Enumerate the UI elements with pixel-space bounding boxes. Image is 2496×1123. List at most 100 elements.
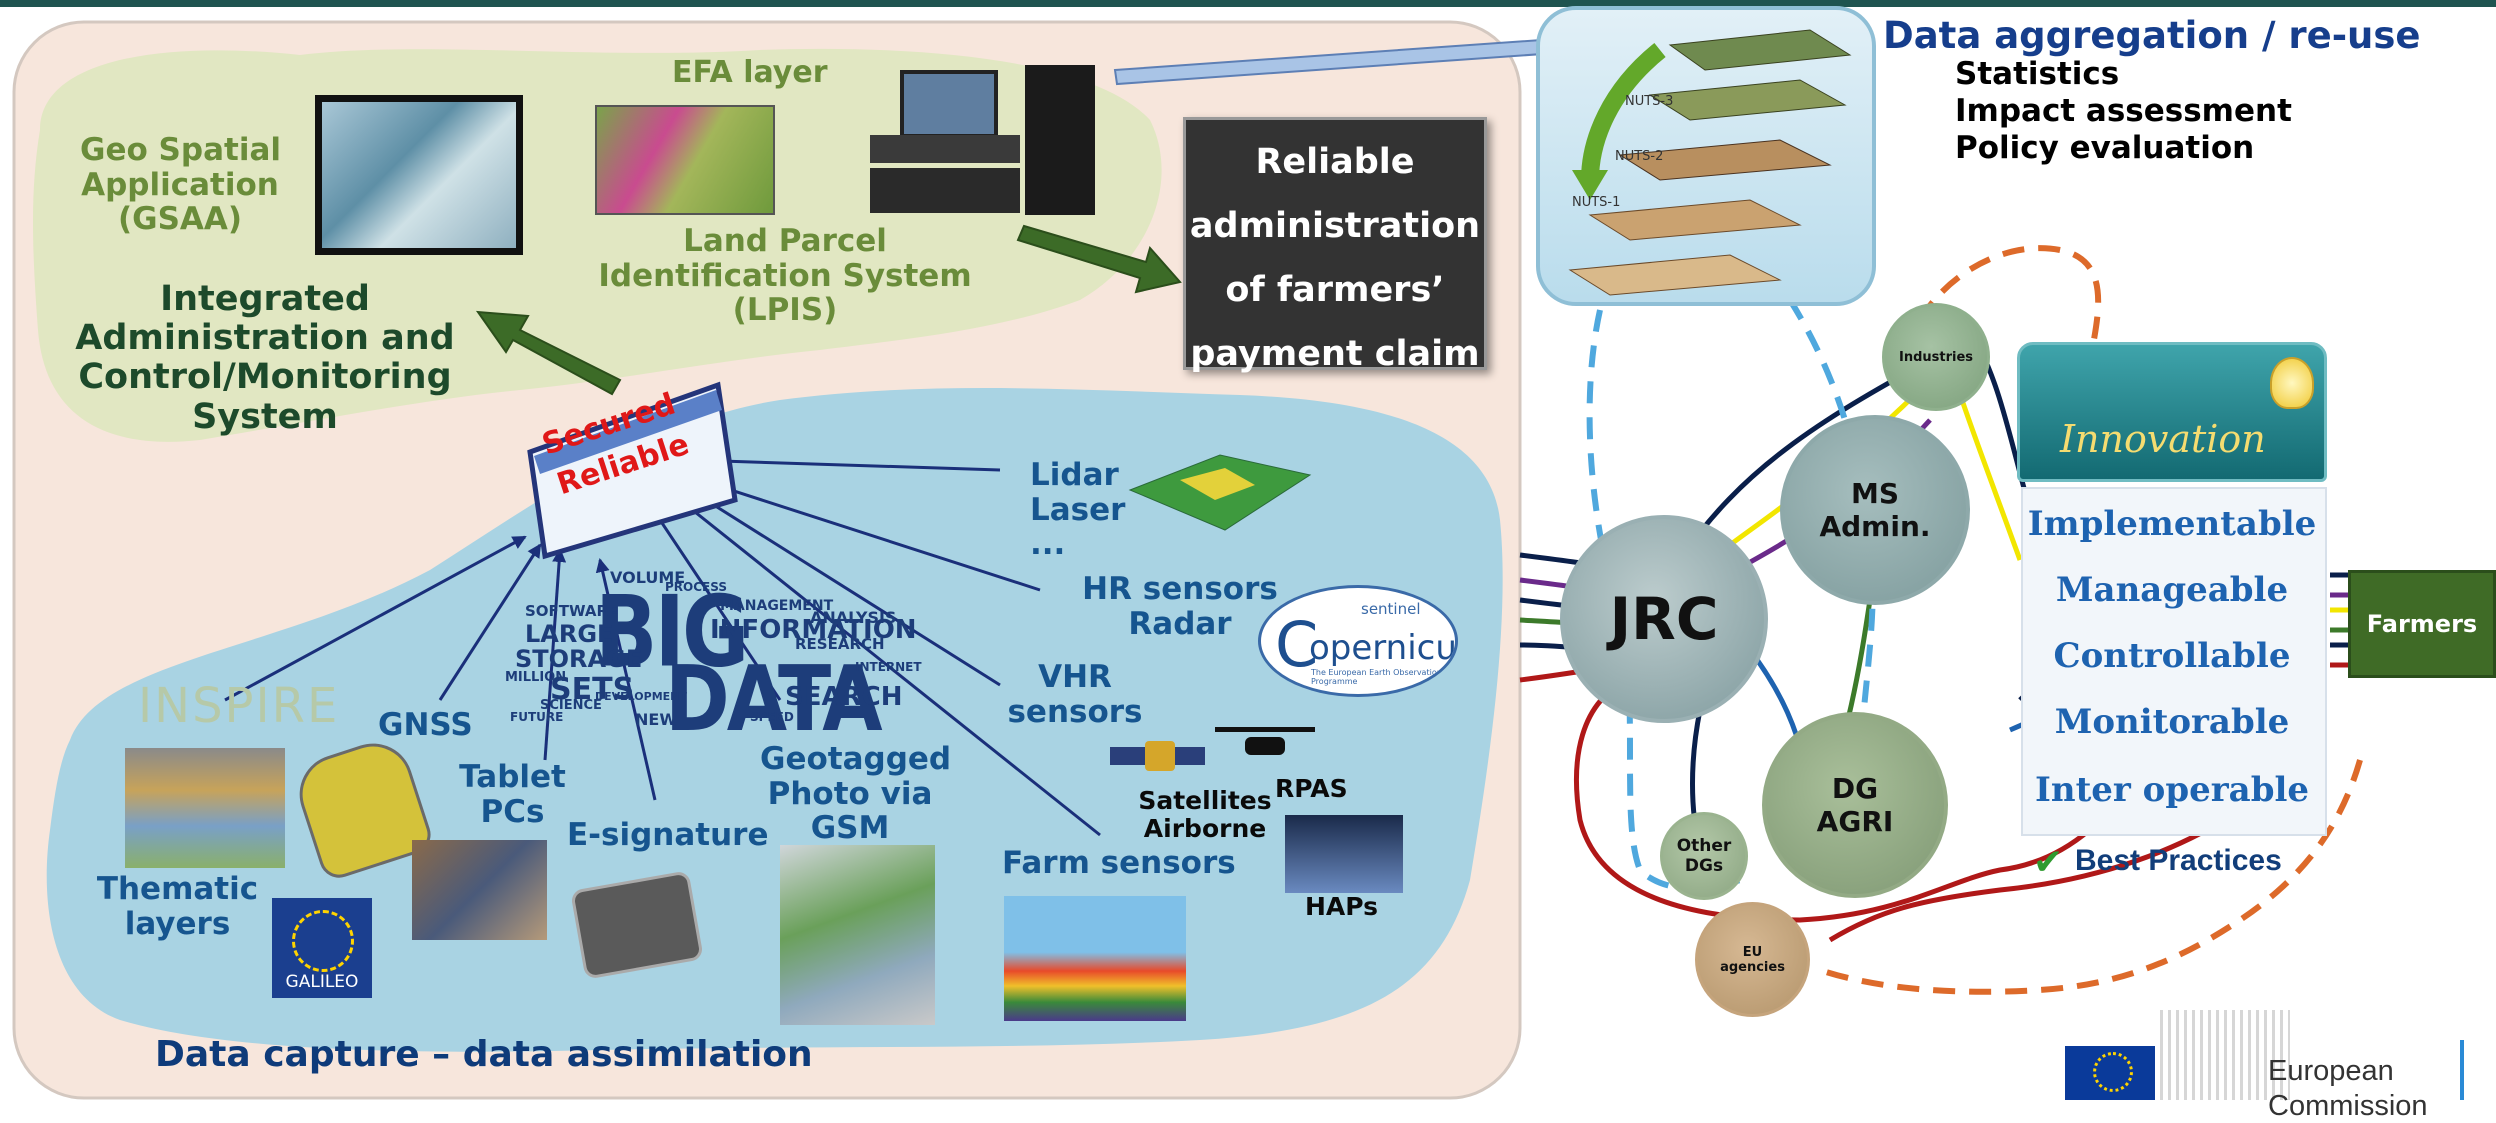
lidar-line-1: Lidar — [1030, 457, 1119, 493]
arrow-to-iacs — [475, 310, 622, 396]
geotagged-label: Geotagged Photo via GSM — [760, 741, 952, 846]
satellites-line-2: Airborne — [1143, 814, 1267, 843]
admin-line-1: Reliable — [1255, 142, 1415, 182]
innovation-header: Innovation — [2017, 342, 2327, 482]
gsaa-line-3: (GSAA) — [117, 201, 243, 238]
copernicus-sentinel-text: sentinel — [1361, 600, 1421, 618]
innovation-item-interoperable: Inter operable — [2034, 770, 2310, 810]
diagram-canvas — [12, 6, 2363, 1100]
haps-image — [1285, 815, 1403, 893]
thematic-line-2: layers — [124, 905, 231, 942]
node-ms-admin: MS Admin. — [1780, 415, 1970, 605]
admin-box: Reliable administration of farmers’ paym… — [1183, 117, 1487, 374]
lidar-line-3: ... — [1030, 526, 1066, 563]
node-other-line-1: Other — [1676, 836, 1732, 856]
copernicus-text: opernicus — [1309, 628, 1457, 668]
farmers-label: Farmers — [2366, 610, 2478, 638]
ec-logo: European Commission — [2020, 1000, 2496, 1122]
word-software: SOFTWARE — [525, 602, 619, 620]
word-million: MILLION — [505, 670, 567, 685]
dashed-orange-loop — [1819, 245, 2363, 995]
node-industries-label: Industries — [1898, 349, 1974, 365]
word-new: NEW — [635, 710, 677, 729]
node-ms-line-2: Admin. — [1819, 510, 1931, 543]
lidar-line-2: Laser — [1030, 491, 1126, 528]
hr-sensors-label: HR sensors Radar — [1080, 572, 1280, 641]
ec-building-lines — [2160, 1010, 2290, 1100]
word-future: FUTURE — [510, 710, 564, 724]
word-information: INFORMATION — [710, 615, 917, 645]
nuts-map-stack — [1568, 29, 1852, 296]
geotagged-line-1: Geotagged — [760, 741, 952, 777]
lpis-line-2: Identification System — [598, 257, 972, 294]
thematic-line-1: Thematic — [96, 871, 259, 907]
word-internet: INTERNET — [855, 660, 922, 674]
gsaa-screenshot — [315, 95, 523, 255]
vhr-sensors-label: VHR sensors — [1000, 660, 1150, 729]
tablet-line-1: Tablet — [459, 759, 566, 795]
gnss-label: GNSS — [378, 707, 473, 743]
data-word: DATA — [665, 648, 883, 752]
innovation-panel: Innovation Implementable Manageable Cont… — [2017, 342, 2327, 907]
ec-logo-line-2: Commission — [2268, 1090, 2428, 1122]
word-science: SCIENCE — [540, 698, 602, 713]
haps-label: HAPs — [1305, 892, 1379, 921]
gsaa-line-2: Application — [81, 166, 279, 203]
word-volume: VOLUME — [610, 568, 686, 587]
drone-image — [1215, 715, 1315, 775]
vhr-line-2: sensors — [1007, 693, 1143, 730]
iacs-line-2: Administration and — [75, 318, 455, 359]
hr-line-2: Radar — [1128, 605, 1232, 642]
satellite-image — [1110, 723, 1205, 793]
lpis-label: Land Parcel Identification System (LPIS) — [595, 224, 975, 328]
copernicus-c-letter: C — [1275, 608, 1319, 681]
server-computers-image — [860, 60, 1100, 220]
big-data-word-cloud: BIG DATA LARGE STORAGE SETS INFORMATION … — [495, 560, 922, 752]
lpis-line-3: (LPIS) — [732, 292, 838, 329]
innovation-list-box — [2021, 487, 2327, 836]
galileo-logo: GALILEO — [272, 898, 372, 998]
nuts2-label: NUTS-2 — [1615, 149, 1664, 164]
hr-line-1: HR sensors — [1082, 571, 1278, 607]
node-other-dgs: Other DGs — [1660, 812, 1748, 900]
satellites-line-1: Satellites — [1138, 786, 1272, 815]
e-signature-label: E-signature — [567, 817, 769, 853]
eu-flag-icon — [2065, 1046, 2155, 1100]
checkmark-icon: ✔ — [2033, 842, 2064, 883]
aggregation-item-statistics: Statistics — [1955, 56, 2120, 92]
geotagged-line-2: Photo via — [767, 775, 933, 812]
word-research: RESEARCH — [795, 635, 885, 653]
innovation-item-implementable: Implementable — [2027, 504, 2317, 544]
word-speed: SPEED — [750, 710, 794, 724]
nuts1-label: NUTS-1 — [1572, 195, 1621, 210]
word-analysis: ANALYSIS — [810, 608, 897, 627]
thematic-layers-label: Thematic layers — [95, 872, 260, 941]
galileo-label: GALILEO — [285, 972, 359, 992]
farmers-box: Farmers — [2348, 570, 2496, 678]
data-arrows — [224, 453, 1101, 837]
arrow-to-admin — [1016, 224, 1182, 294]
iacs-line-3: Control/Monitoring — [78, 357, 452, 398]
tablet-label: Tablet PCs — [450, 760, 575, 829]
admin-line-3: of farmers’ — [1225, 270, 1445, 310]
word-process: PROCESS — [665, 580, 727, 594]
node-dg-agri: DG AGRI — [1762, 712, 1948, 898]
gsaa-line-1: Geo Spatial — [80, 132, 281, 168]
farm-sensors-label: Farm sensors — [1002, 845, 1236, 881]
nuts3-label: NUTS-3 — [1625, 94, 1674, 109]
word-development: DEVELOPMENT — [595, 690, 687, 703]
top-bar — [0, 0, 2496, 7]
word-sets: SETS — [550, 672, 635, 707]
vhr-line-1: VHR — [1038, 659, 1112, 695]
best-practices-label: Best Practices — [2075, 844, 2282, 877]
tablet-line-2: PCs — [480, 793, 545, 830]
node-jrc: JRC — [1560, 515, 1768, 723]
lightbulb-icon — [2270, 357, 2314, 409]
gsaa-label: Geo Spatial Application (GSAA) — [80, 132, 281, 238]
aggregation-item-policy: Policy evaluation — [1955, 130, 2255, 166]
innovation-title: Innovation — [2060, 417, 2266, 461]
node-dg-line-1: DG — [1831, 772, 1879, 805]
secured-reliable-box — [527, 381, 738, 560]
big-word: BIG — [595, 575, 749, 690]
iacs-line-4: System — [192, 396, 338, 437]
